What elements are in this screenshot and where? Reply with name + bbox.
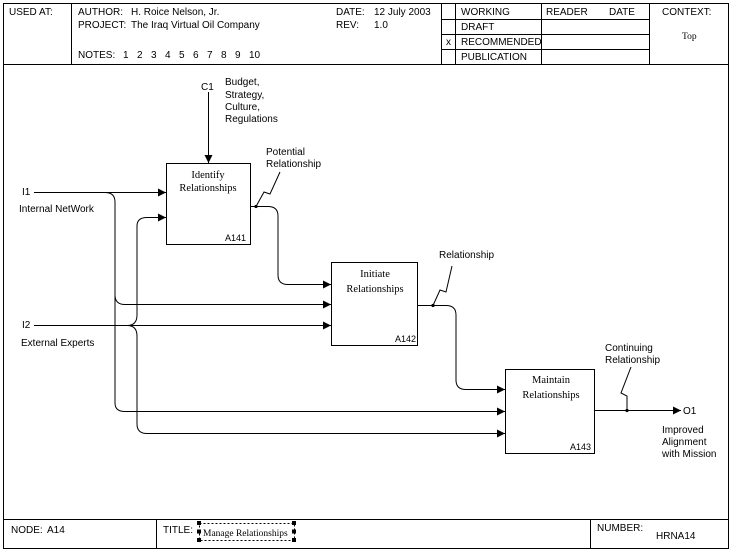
output-label-line: Alignment <box>662 437 707 448</box>
flow-label-line: Potential <box>266 147 305 158</box>
flow-label-line: Relationship <box>266 159 321 170</box>
sheet-border <box>3 3 729 549</box>
status-recommended: RECOMMENDED <box>461 37 542 48</box>
title-value: Manage Relationships <box>203 529 288 539</box>
number-label: NUMBER: <box>597 523 643 534</box>
title-field[interactable]: Manage Relationships <box>197 521 296 542</box>
box-number: A141 <box>225 233 246 243</box>
control-label-line: Regulations <box>225 114 278 125</box>
used-at-label: USED AT: <box>9 7 53 18</box>
box-title-line: Relationships <box>522 390 579 401</box>
input-branch-i2-maintain <box>126 325 505 438</box>
note-number: 9 <box>235 50 241 61</box>
reader-label: READER <box>546 7 588 18</box>
flow-arrow-relationship <box>418 305 505 394</box>
input-label: Internal NetWork <box>19 204 95 215</box>
box-number: A143 <box>570 442 591 452</box>
note-number: 5 <box>179 50 185 61</box>
status-working: WORKING <box>461 7 510 18</box>
author-value: H. Roice Nelson, Jr. <box>131 7 219 18</box>
flow-arrow-potential-relationship <box>251 206 331 289</box>
context-label: CONTEXT: <box>662 7 711 18</box>
number-value: HRNA14 <box>656 531 696 542</box>
box-title-line: Relationships <box>346 284 403 295</box>
rev-label: REV: <box>336 20 359 31</box>
context-value: Top <box>682 32 697 42</box>
connector-dot <box>431 303 435 308</box>
status-mark: x <box>446 37 451 48</box>
rev-value: 1.0 <box>374 20 388 31</box>
project-value: The Iraq Virtual Oil Company <box>131 20 260 31</box>
box-number: A142 <box>395 334 416 344</box>
control-label-line: Culture, <box>225 102 260 113</box>
connector-dot <box>254 204 258 209</box>
input-code: I1 <box>22 187 31 198</box>
note-number: 6 <box>193 50 199 61</box>
input-branch-i2-identify <box>126 213 166 326</box>
control-label-line: Budget, <box>225 77 259 88</box>
input-label: External Experts <box>21 338 94 349</box>
connector-dot <box>625 408 629 413</box>
output-code: O1 <box>683 406 697 417</box>
project-label: PROJECT: <box>78 20 126 31</box>
activity-box-identify[interactable]: Identify Relationships A141 <box>166 163 251 245</box>
note-number: 2 <box>137 50 143 61</box>
note-number: 1 <box>123 50 129 61</box>
note-number: 10 <box>249 50 261 61</box>
reader-date-label: DATE <box>609 7 635 18</box>
input-code: I2 <box>22 320 31 331</box>
footer-block <box>3 519 729 549</box>
status-draft: DRAFT <box>461 22 494 33</box>
box-title-line: Relationships <box>179 183 236 194</box>
label-squiggle <box>432 265 453 306</box>
author-label: AUTHOR: <box>78 7 123 18</box>
date-label: DATE: <box>336 7 365 18</box>
activity-box-initiate[interactable]: Initiate Relationships A142 <box>331 262 418 346</box>
header-block <box>3 3 729 65</box>
activity-box-maintain[interactable]: Maintain Relationships A143 <box>505 369 595 454</box>
output-label-line: Improved <box>662 425 704 436</box>
label-squiggle <box>620 366 632 411</box>
flow-label-line: Continuing <box>605 343 653 354</box>
box-title-line: Maintain <box>532 375 571 386</box>
note-number: 3 <box>151 50 157 61</box>
box-title-line: Identify <box>191 170 225 181</box>
notes-label: NOTES: <box>78 50 115 61</box>
node-label: NODE: <box>11 525 43 536</box>
note-number: 7 <box>207 50 213 61</box>
title-label: TITLE: <box>163 525 193 536</box>
flow-label-line: Relationship <box>605 355 660 366</box>
input-branch-i1-maintain <box>114 295 505 416</box>
flow-label-line: Relationship <box>439 250 494 261</box>
note-number: 8 <box>221 50 227 61</box>
note-number: 4 <box>165 50 171 61</box>
node-value: A14 <box>47 525 65 536</box>
control-label-line: Strategy, <box>225 90 264 101</box>
output-label-line: with Mission <box>661 449 716 460</box>
label-squiggle <box>255 171 281 207</box>
box-title-line: Initiate <box>360 269 390 280</box>
status-publication: PUBLICATION <box>461 52 527 63</box>
date-value: 12 July 2003 <box>374 7 431 18</box>
control-code: C1 <box>201 82 214 93</box>
